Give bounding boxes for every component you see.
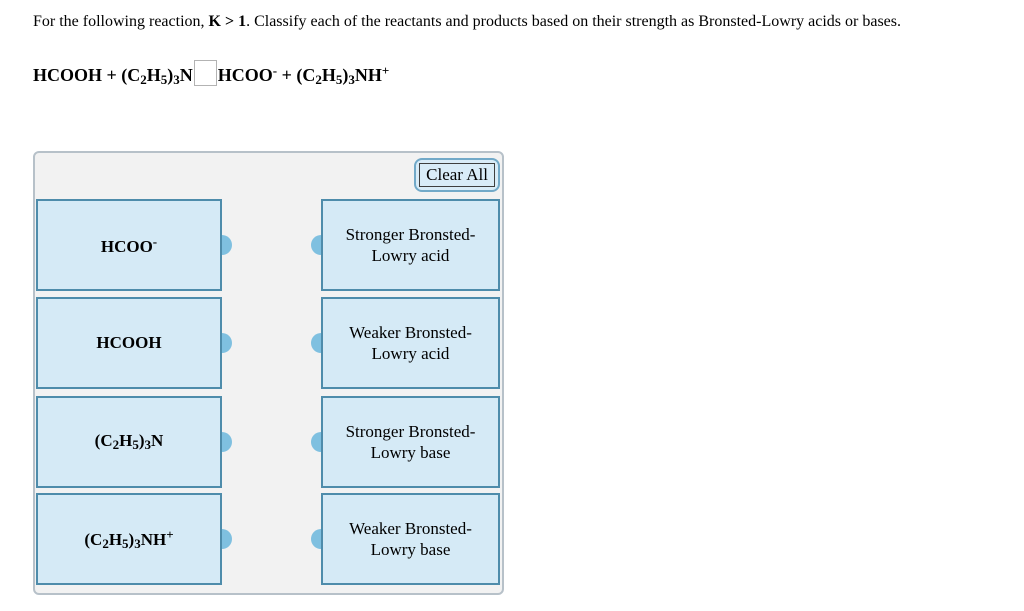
connector-left-icon <box>311 432 321 452</box>
connector-right-icon <box>222 432 232 452</box>
question-text-after: . Classify each of the reactants and pro… <box>246 13 901 30</box>
clear-all-button[interactable]: Clear All <box>414 158 500 192</box>
sorter-panel: Clear All HCOO- Stronger Bronsted- Lowry… <box>33 151 504 595</box>
equation-reactants: HCOOH + (C2H5)3N <box>33 65 193 87</box>
target-label-line1: Weaker Bronsted- <box>349 323 472 342</box>
question-text-before: For the following reaction, <box>33 13 209 30</box>
target-label-line1: Stronger Bronsted- <box>345 422 476 441</box>
connector-left-icon <box>311 333 321 353</box>
question-text: For the following reaction, K > 1. Class… <box>33 13 1008 31</box>
connector-right-icon <box>222 333 232 353</box>
drop-target-stronger-base[interactable]: Stronger Bronsted- Lowry base <box>311 396 500 488</box>
target-label-line2: Lowry acid <box>371 246 450 265</box>
formula-text: HCOOH <box>96 333 162 352</box>
drop-target-stronger-acid[interactable]: Stronger Bronsted- Lowry acid <box>311 199 500 291</box>
target-label-line2: Lowry acid <box>371 344 450 363</box>
target-label-line1: Weaker Bronsted- <box>349 519 472 538</box>
formula-text: (C2H5)3NH+ <box>84 526 174 551</box>
connector-right-icon <box>222 529 232 549</box>
equation-answer-drop-box[interactable] <box>193 60 217 86</box>
drop-target-weaker-base[interactable]: Weaker Bronsted- Lowry base <box>311 493 500 585</box>
target-label-line1: Stronger Bronsted- <box>345 225 476 244</box>
clear-all-button-label: Clear All <box>419 163 495 187</box>
draggable-hcooh[interactable]: HCOOH <box>36 297 232 389</box>
draggable-triethylamine[interactable]: (C2H5)3N <box>36 396 232 488</box>
connector-left-icon <box>311 235 321 255</box>
drop-target-weaker-acid[interactable]: Weaker Bronsted- Lowry acid <box>311 297 500 389</box>
target-label-line2: Lowry base <box>370 443 451 462</box>
formula-text: HCOO- <box>100 233 158 256</box>
formula-text: (C2H5)3N <box>94 431 164 452</box>
draggable-hcoo-anion[interactable]: HCOO- <box>36 199 232 291</box>
reaction-equation: HCOOH + (C2H5)3N HCOO- + (C2H5)3NH+ <box>33 60 389 88</box>
connector-right-icon <box>222 235 232 255</box>
connector-left-icon <box>311 529 321 549</box>
target-label-line2: Lowry base <box>370 540 451 559</box>
draggable-triethylammonium[interactable]: (C2H5)3NH+ <box>36 493 232 585</box>
equation-products: HCOO- + (C2H5)3NH+ <box>217 63 390 87</box>
question-text-bold: K > 1 <box>208 13 247 30</box>
